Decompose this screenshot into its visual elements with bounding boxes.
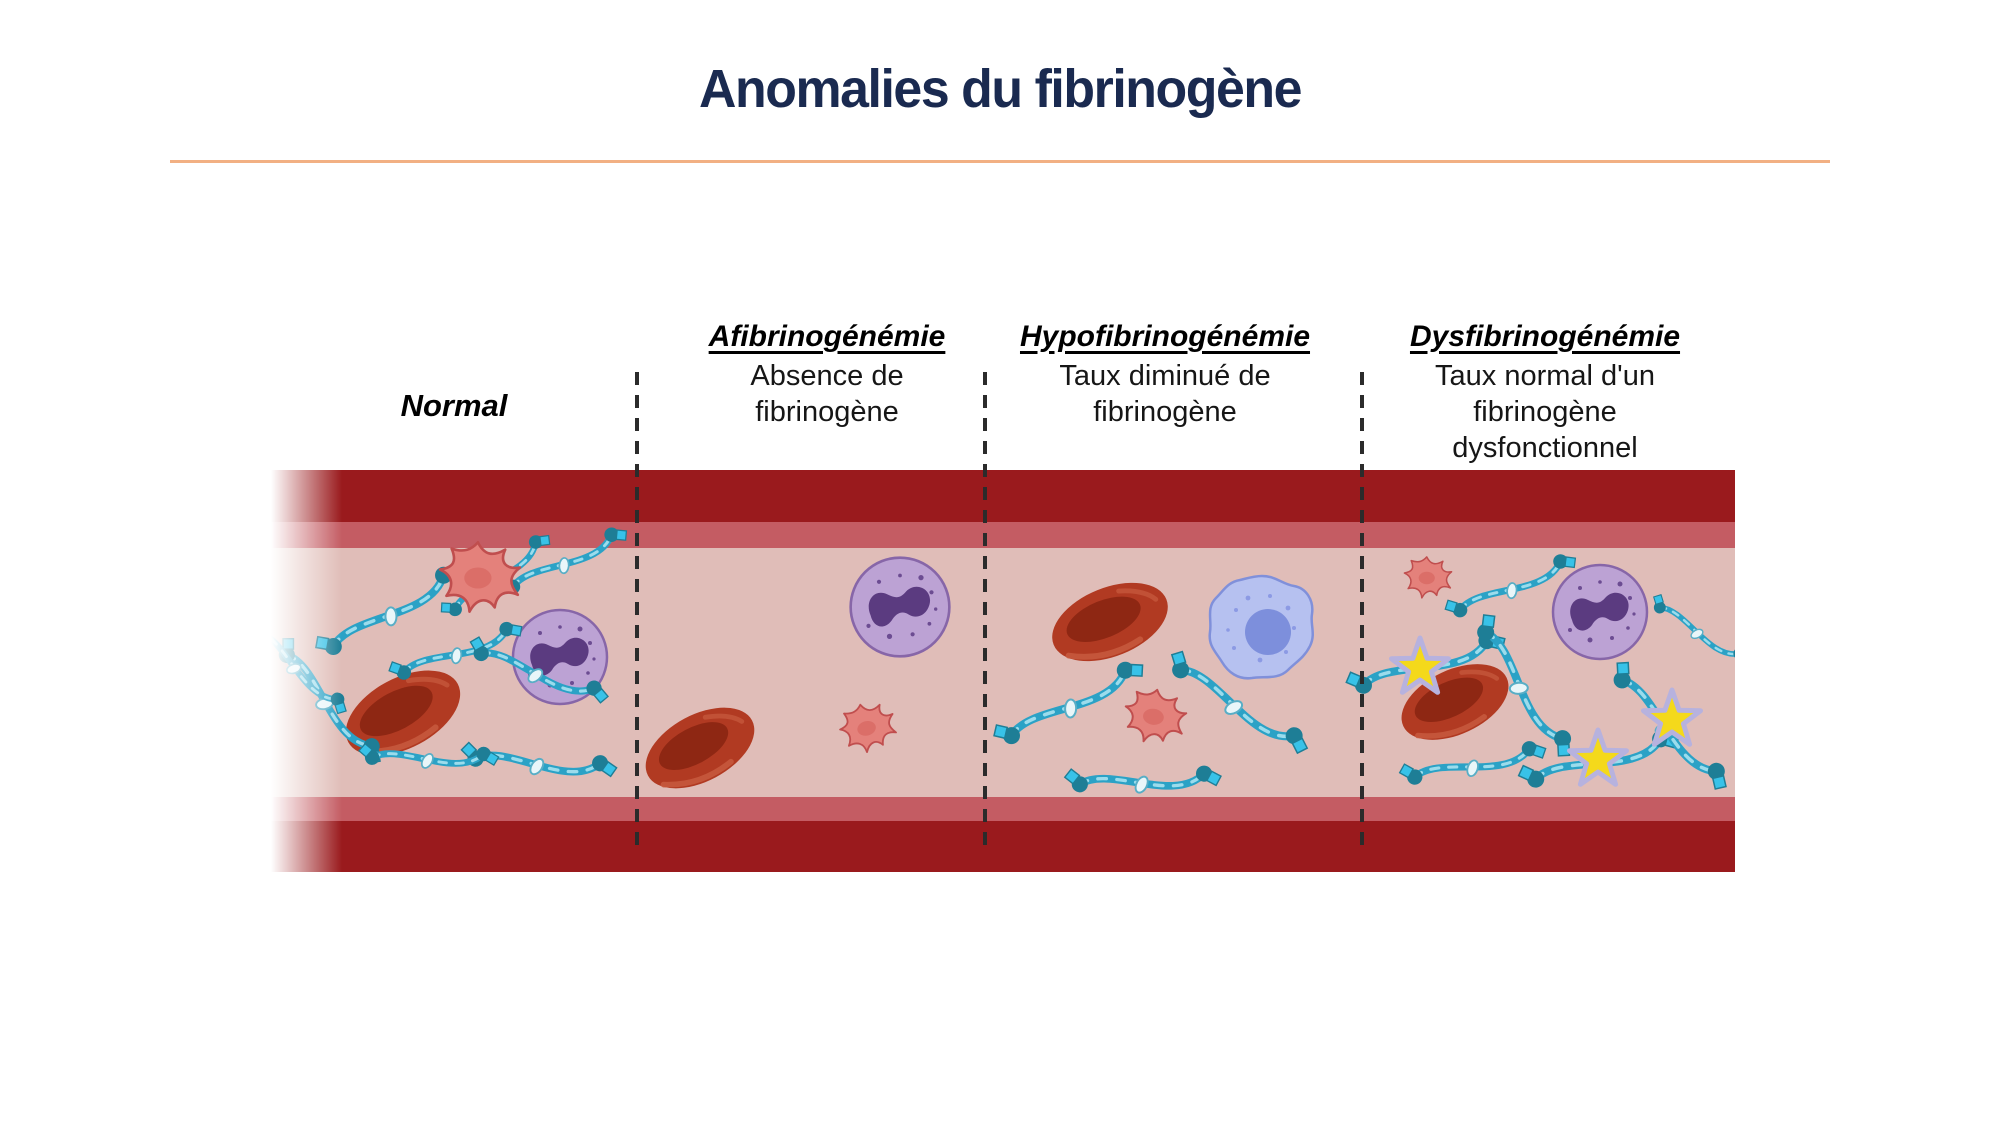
label-dysfibrinogenemie-title: Dysfibrinogénémie [1409,320,1681,353]
vessel-lining-top [270,522,1735,548]
label-hypofibrinogenemie: Hypofibrinogénémie Taux diminué de fibri… [1020,320,1310,430]
label-dysfibrinogenemie-desc-line3: dysfonctionnel [1452,432,1638,464]
title-divider [170,160,1830,163]
label-dysfibrinogenemie-desc-line1: Taux normal d'un [1435,360,1655,392]
white-blood-cell [849,556,951,658]
white-blood-cell [1551,563,1649,661]
label-normal: Normal [401,388,508,424]
label-dysfibrinogenemie: Dysfibrinogénémie Taux normal d'un fibri… [1410,320,1680,466]
label-afibrinogenemie-title: Afibrinogénémie [708,320,946,353]
label-hypofibrinogenemie-desc-line1: Taux diminué de [1059,360,1271,392]
vessel-wall-top [270,470,1735,522]
label-dysfibrinogenemie-desc-line2: fibrinogène [1473,396,1617,428]
vessel-wall-bottom [270,821,1735,872]
label-afibrinogenemie-desc-line1: Absence de [750,360,904,392]
label-afibrinogenemie: Afibrinogénémie Absence de fibrinogène [709,320,946,430]
label-hypofibrinogenemie-desc-line2: fibrinogène [1093,396,1237,428]
blood-vessel-diagram [270,372,1735,872]
vessel-lining-bottom [270,797,1735,821]
label-hypofibrinogenemie-title: Hypofibrinogénémie [1019,320,1311,353]
page-title: Anomalies du fibrinogène [699,59,1302,119]
label-afibrinogenemie-desc-line2: fibrinogène [755,396,899,428]
label-normal-text: Normal [400,388,508,423]
lymphocyte [1208,574,1314,680]
